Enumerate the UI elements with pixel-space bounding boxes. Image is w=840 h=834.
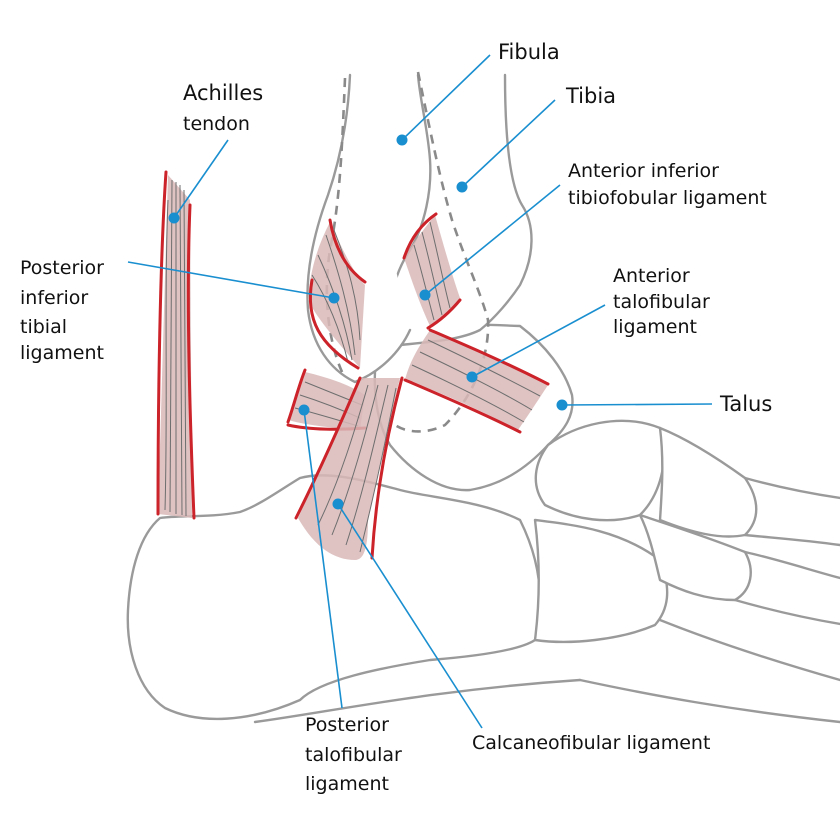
tibia-hidden-edge <box>394 71 490 433</box>
anterior-inferior-tibiofibular-ligament <box>402 212 462 330</box>
metatarsal-3 <box>658 618 840 682</box>
ptfl-label-line3: ligament <box>305 773 389 795</box>
ptfl-label-line1: Posterior <box>305 714 389 736</box>
talus-label: Talus <box>719 392 772 416</box>
pitl-label-line4: ligament <box>20 342 104 364</box>
cfl-leader <box>337 503 483 729</box>
tibia-bone <box>390 73 533 347</box>
talus-dot <box>556 399 568 411</box>
tibia-label: Tibia <box>565 84 616 108</box>
tibia-dot <box>456 181 468 193</box>
pitl-leader <box>127 261 335 299</box>
metatarsal-1 <box>743 476 840 500</box>
achilles-tendon <box>156 170 196 520</box>
calcaneofibular-ligament <box>294 376 404 560</box>
aitfl-label-line1: Anterior inferior <box>568 160 719 182</box>
fibula-leader <box>401 54 491 141</box>
labels: Fibula Tibia Achilles tendon Anterior in… <box>20 40 772 795</box>
fibula-label: Fibula <box>498 40 560 64</box>
metatarsal-4 <box>578 678 840 724</box>
achilles-label-line1: Achilles <box>183 81 263 105</box>
aitfl-leader <box>424 184 561 296</box>
ptfl-leader <box>303 409 343 709</box>
atfl-leader <box>471 304 606 378</box>
atfl-label-line3: ligament <box>613 316 697 338</box>
tibia-leader <box>461 99 556 188</box>
metatarsal-1b <box>743 533 840 547</box>
cfl-dot <box>332 498 344 510</box>
pitl-label-line3: tibial <box>20 316 67 338</box>
talus-leader <box>561 403 713 406</box>
atfl-label-line1: Anterior <box>613 265 690 287</box>
cuboid-bone <box>533 518 669 644</box>
metatarsal-2 <box>743 550 840 580</box>
achilles-leader <box>173 139 229 219</box>
pitl-dot <box>328 292 340 304</box>
cuneiform-bone-1 <box>658 426 758 538</box>
leaders <box>127 54 713 729</box>
ptfl-dot <box>298 404 310 416</box>
ptfl-label-line2: talofibular <box>305 744 402 766</box>
metatarsal-2b <box>733 598 840 626</box>
aitfl-label-line2: tibiofobular ligament <box>568 187 767 209</box>
atfl-dot <box>466 371 478 383</box>
achilles-label-line2: tendon <box>183 113 250 135</box>
pitl-label-line1: Posterior <box>20 257 104 279</box>
atfl-label-line2: talofibular <box>613 291 710 313</box>
pitl-label-line2: inferior <box>20 287 88 309</box>
foot-lower-outline <box>253 678 582 724</box>
aitfl-dot <box>419 289 431 301</box>
fibula-dot <box>396 134 408 146</box>
fibula-hidden-edge <box>325 77 347 379</box>
cfl-label: Calcaneofibular ligament <box>472 732 710 754</box>
achilles-dot <box>168 212 180 224</box>
